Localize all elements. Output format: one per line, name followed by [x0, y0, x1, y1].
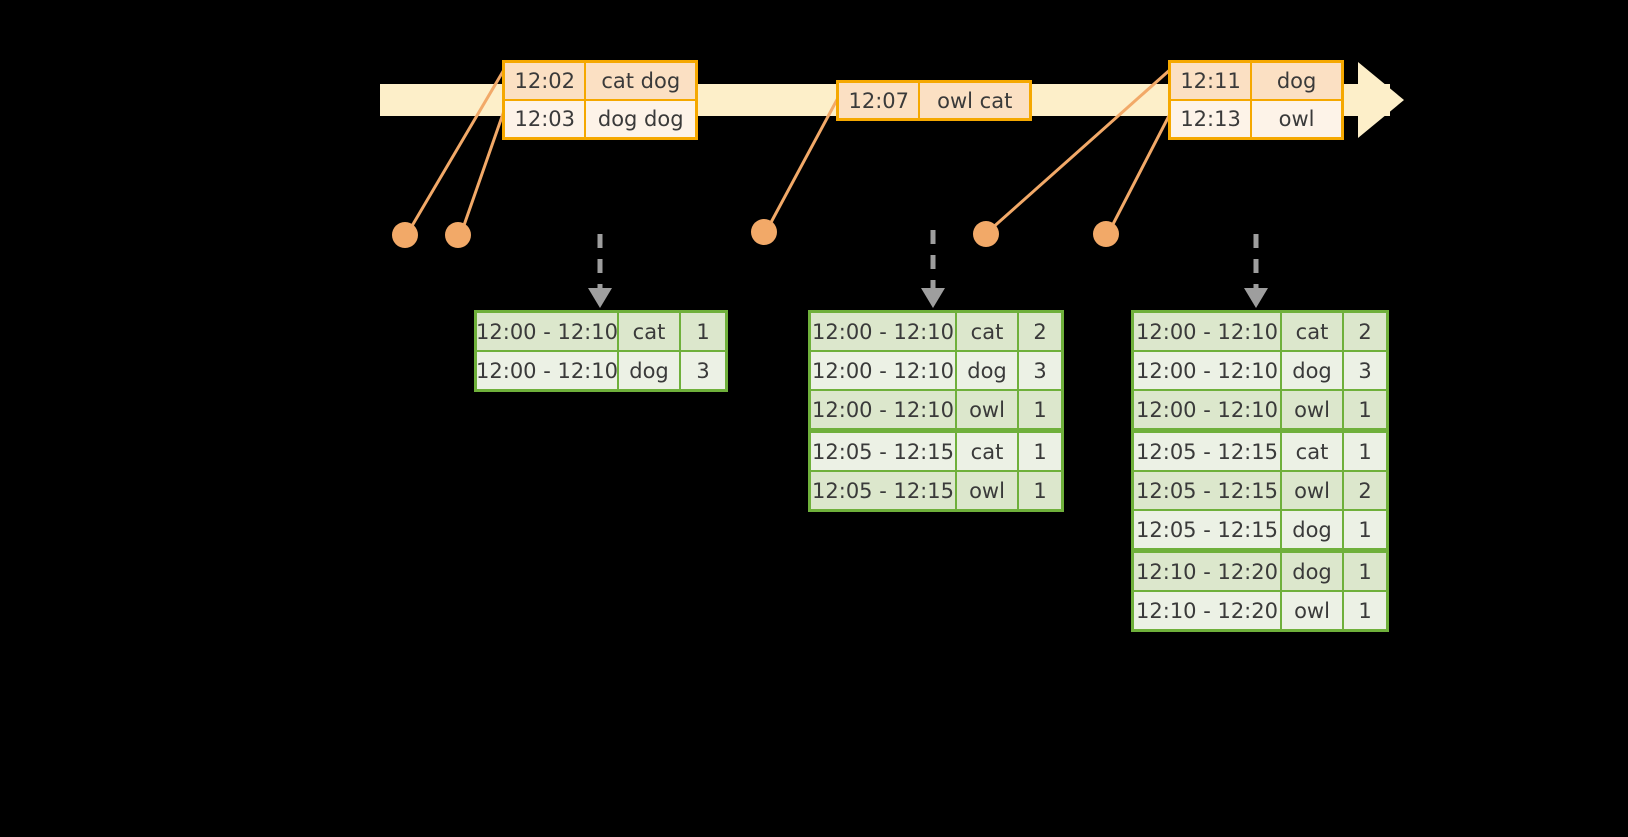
window-cell: 12:00 - 12:10 — [811, 391, 957, 428]
window-cell: 12:00 - 12:10 — [811, 313, 957, 350]
count-cell: 2 — [1344, 472, 1386, 509]
window-cell: 12:05 - 12:15 — [811, 433, 957, 470]
key-cell: dog — [1282, 553, 1344, 590]
connector-dot-2 — [445, 222, 471, 248]
key-cell: dog — [1282, 352, 1344, 389]
event-time: 12:03 — [505, 101, 587, 137]
event-row: 12:11 dog — [1171, 63, 1341, 99]
count-cell: 3 — [681, 352, 725, 389]
key-cell: cat — [957, 433, 1019, 470]
event-time: 12:02 — [505, 63, 587, 99]
window-cell: 12:05 - 12:15 — [1134, 433, 1282, 470]
connector-dot-5 — [1093, 221, 1119, 247]
count-cell: 1 — [1344, 511, 1386, 548]
emit-arrow-lines — [597, 230, 1259, 290]
window-cell: 12:00 - 12:10 — [476, 352, 619, 389]
emit-arrow-heads — [588, 288, 1268, 308]
event-row: 12:07 owl cat — [839, 83, 1029, 118]
key-cell: owl — [1282, 472, 1344, 509]
key-cell: cat — [619, 313, 681, 350]
window-cell: 12:05 - 12:15 — [1134, 511, 1282, 548]
key-cell: owl — [957, 391, 1019, 428]
window-cell: 12:05 - 12:15 — [811, 472, 957, 509]
event-box-1: 12:02 cat dog 12:03 dog dog — [502, 60, 698, 140]
window-cell: 12:10 - 12:20 — [1134, 592, 1282, 629]
event-box-2: 12:07 owl cat — [836, 80, 1032, 121]
event-words: dog dog — [586, 101, 695, 137]
event-time: 12:13 — [1171, 101, 1253, 137]
count-cell: 3 — [1344, 352, 1386, 389]
key-cell: cat — [1282, 433, 1344, 470]
key-cell: owl — [1282, 592, 1344, 629]
key-cell: cat — [957, 313, 1019, 350]
key-cell: owl — [1282, 391, 1344, 428]
window-cell: 12:05 - 12:15 — [1134, 472, 1282, 509]
connector-dot-1 — [392, 222, 418, 248]
event-words: cat dog — [586, 63, 695, 99]
count-cell: 1 — [1019, 472, 1061, 509]
event-row: 12:02 cat dog — [505, 63, 695, 99]
count-cell: 1 — [1344, 433, 1386, 470]
event-words: dog — [1252, 63, 1341, 99]
window-cell: 12:00 - 12:10 — [476, 313, 619, 350]
window-cell: 12:00 - 12:10 — [1134, 313, 1282, 350]
event-words: owl cat — [920, 83, 1029, 118]
count-cell: 2 — [1019, 313, 1061, 350]
event-words: owl — [1252, 101, 1341, 137]
key-cell: owl — [957, 472, 1019, 509]
count-cell: 1 — [1344, 553, 1386, 590]
count-cell: 1 — [1019, 433, 1061, 470]
key-cell: dog — [1282, 511, 1344, 548]
timeline-arrowhead-icon — [1358, 62, 1404, 138]
window-cell: 12:00 - 12:10 — [1134, 352, 1282, 389]
count-cell: 3 — [1019, 352, 1061, 389]
connector-dot-4 — [973, 221, 999, 247]
event-row: 12:03 dog dog — [505, 99, 695, 137]
key-cell: cat — [1282, 313, 1344, 350]
count-cell: 1 — [1344, 391, 1386, 428]
key-cell: dog — [957, 352, 1019, 389]
window-cell: 12:10 - 12:20 — [1134, 553, 1282, 590]
count-cell: 2 — [1344, 313, 1386, 350]
event-time: 12:07 — [839, 83, 921, 118]
event-row: 12:13 owl — [1171, 99, 1341, 137]
event-time: 12:11 — [1171, 63, 1253, 99]
event-box-3: 12:11 dog 12:13 owl — [1168, 60, 1344, 140]
count-cell: 1 — [1344, 592, 1386, 629]
count-cell: 1 — [1019, 391, 1061, 428]
window-cell: 12:00 - 12:10 — [811, 352, 957, 389]
key-cell: dog — [619, 352, 681, 389]
window-cell: 12:00 - 12:10 — [1134, 391, 1282, 428]
count-cell: 1 — [681, 313, 725, 350]
connector-dot-3 — [751, 219, 777, 245]
